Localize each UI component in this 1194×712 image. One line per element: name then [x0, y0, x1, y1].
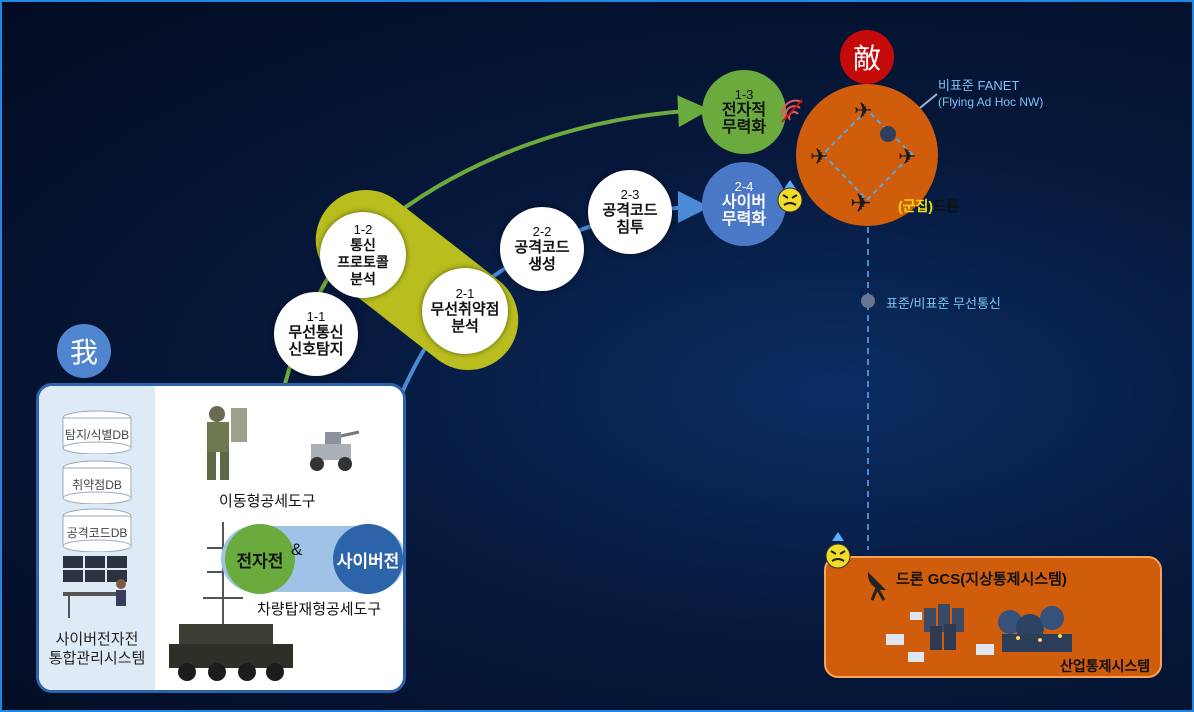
step-text: 무선취약점 분석 [430, 301, 500, 335]
step-1-3: 1-3 전자적 무력화 [702, 70, 786, 154]
step-2-1: 2-1 무선취약점 분석 [422, 268, 508, 354]
drone-icon: ✈ [810, 144, 829, 169]
swarm-network [821, 108, 914, 202]
drone-icon: ✈ [854, 98, 873, 123]
robot-rover-icon [310, 430, 360, 471]
ics-label: 산업통제시스템 [1060, 658, 1151, 674]
gcs-label: 드론 GCS(지상통제시스템) [896, 571, 1067, 588]
malware-face-icon [777, 180, 803, 213]
fanet-node [880, 126, 896, 142]
step-number: 1-2 [353, 221, 373, 237]
database-icon [62, 508, 132, 553]
electronic-warfare-badge: 전자전 [225, 524, 295, 594]
friendly-system-panel: 탐지/식별DB 취약점DB 공격코드DB 사이버전자전 통합관리시스템 [36, 383, 406, 693]
mobile-tool-label: 이동형공세도구 [219, 493, 316, 510]
swarm-drone-label: (군집)드론 [898, 198, 959, 214]
enemy-tag: 敵 [840, 30, 894, 84]
db-attack-code: 공격코드DB [61, 508, 133, 553]
self-tag: 我 [57, 324, 111, 378]
soldier-icon [207, 406, 247, 480]
db-label: 공격코드DB [66, 526, 128, 540]
wifi-jam-icon [780, 99, 803, 123]
step-number: 2-4 [734, 179, 754, 194]
step-2-2: 2-2 공격코드 생성 [500, 207, 584, 291]
step-text: 통신 프로토콜 분석 [337, 236, 389, 287]
step-number: 2-2 [532, 224, 552, 239]
malware-face-icon [825, 532, 851, 569]
db-vulnerability: 취약점DB [61, 460, 133, 505]
step-text: 공격코드 침투 [602, 202, 658, 236]
database-icon [62, 460, 132, 505]
step-number: 2-3 [620, 187, 640, 202]
fanet-subtitle: (Flying Ad Hoc NW) [938, 95, 1044, 109]
step-1-1: 1-1 무선통신 신호탐지 [274, 292, 358, 376]
drone-icon: ✈ [850, 188, 872, 218]
link-label: 표준/비표준 무선통신 [886, 296, 1001, 311]
system-label-line: 사이버전자전 [55, 631, 139, 648]
link-node [861, 294, 875, 308]
database-icon [62, 410, 132, 455]
vehicle-icon [169, 522, 293, 681]
vehicle-tool-label: 차량탑재형공세도구 [257, 601, 382, 618]
db-label: 탐지/식별DB [64, 428, 130, 442]
db-detection: 탐지/식별DB [61, 410, 133, 455]
ground-control-box [824, 556, 1162, 678]
fanet-label: 비표준 FANET (Flying Ad Hoc NW) [938, 78, 1043, 110]
amp-symbol: & [291, 540, 303, 559]
step-text: 공격코드 생성 [514, 239, 570, 273]
step-number: 1-1 [306, 309, 326, 324]
cyber-warfare-badge: 사이버전 [333, 524, 403, 594]
step-number: 1-3 [734, 87, 754, 102]
step-text: 사이버 무력화 [721, 194, 767, 228]
fanet-title: 비표준 FANET [938, 78, 1020, 93]
db-label: 취약점DB [72, 478, 122, 492]
step-2-4: 2-4 사이버 무력화 [702, 162, 786, 246]
industrial-network-graphic [886, 604, 1072, 662]
enemy-drone-swarm [796, 84, 938, 226]
step-text: 전자적 무력화 [721, 102, 767, 136]
step-1-2: 1-2 통신 프로토콜 분석 [320, 212, 406, 298]
step-2-3: 2-3 공격코드 침투 [588, 170, 672, 254]
drone-icon: ✈ [898, 144, 917, 169]
system-label-line: 통합관리시스템 [48, 650, 146, 667]
step-number: 2-1 [455, 286, 475, 301]
satellite-dish-icon [867, 572, 886, 601]
control-room-graphic [63, 556, 127, 618]
step-text: 무선통신 신호탐지 [288, 324, 344, 358]
system-label: 사이버전자전 통합관리시스템 [39, 630, 155, 668]
